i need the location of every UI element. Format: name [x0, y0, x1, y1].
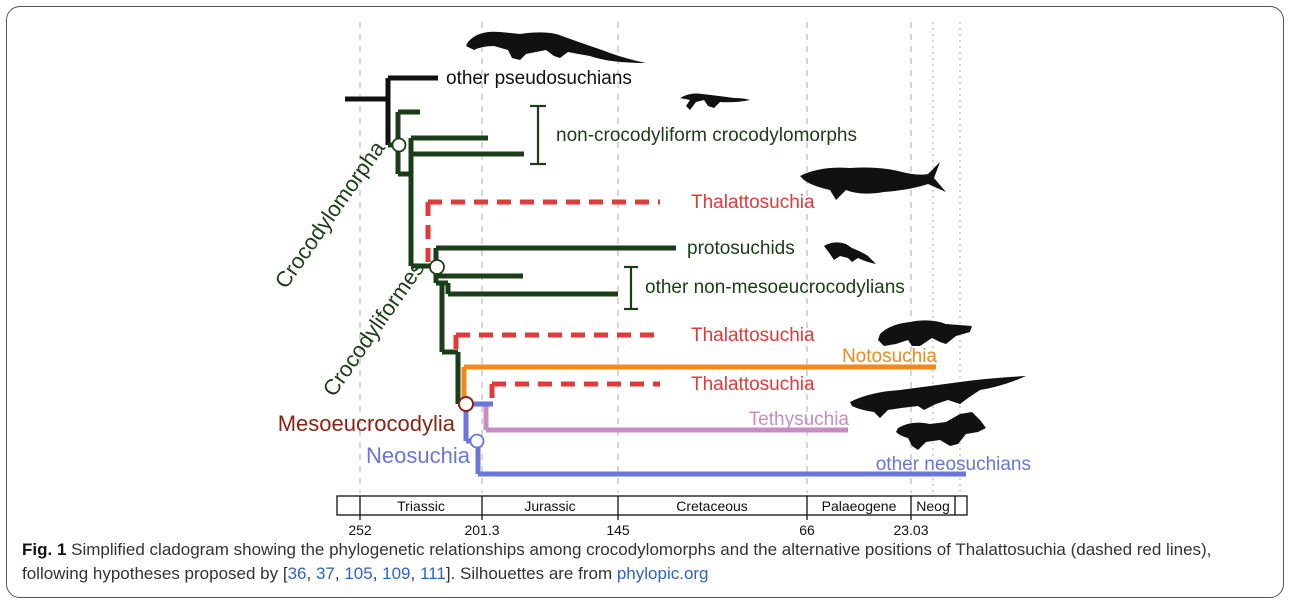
node-neosuchia	[469, 433, 485, 449]
ref-link[interactable]: 105	[344, 564, 373, 583]
ref-link[interactable]: 37	[315, 564, 335, 583]
tick-201: 201.3	[464, 522, 499, 538]
pseudosuchian-silhouette	[466, 31, 646, 63]
label-notosuchia: Notosuchia	[842, 346, 937, 367]
label-tethysuchia: Tethysuchia	[749, 409, 850, 430]
tick-252: 252	[348, 522, 372, 538]
period-palaeogene: Palaeogene	[822, 498, 897, 514]
clade-mesoeucrocodylia: Mesoeucrocodylia	[278, 411, 456, 436]
caption-fig-label: Fig. 1	[22, 540, 67, 559]
branch-other-pseudosuchians	[345, 75, 438, 145]
figure-caption: Fig. 1 Simplified cladogram showing the …	[22, 540, 1212, 583]
label-protosuchids: protosuchids	[687, 238, 795, 259]
node-crocodylomorpha	[391, 137, 407, 153]
node-mesoeucrocodylia	[458, 396, 474, 412]
clade-neosuchia: Neosuchia	[366, 443, 471, 468]
label-other-neosuchians: other neosuchians	[876, 454, 1031, 475]
figure-frame	[6, 6, 1284, 598]
ref-link[interactable]: 109	[382, 564, 411, 583]
ref-link[interactable]: 111	[419, 564, 446, 583]
thalattosuchian-silhouette	[800, 162, 946, 200]
tick-23: 23.03	[893, 522, 928, 538]
period-triassic: Triassic	[397, 498, 445, 514]
bracket-non-crocodyliform	[530, 104, 546, 166]
label-thalattosuchia-1: Thalattosuchia	[691, 192, 815, 213]
cladogram: other pseudosuchians non-crocodyliform c…	[270, 22, 1031, 538]
bracket-other-non-meso	[624, 265, 638, 311]
tethysuchian-silhouette	[850, 376, 1026, 418]
notosuchian-silhouette	[878, 320, 972, 346]
caption-text-2: ]. Silhouettes are from	[445, 564, 617, 583]
timescale: Triassic Jurassic Cretaceous Palaeogene …	[336, 495, 968, 538]
period-neogene: Neog	[916, 498, 949, 514]
tick-66: 66	[799, 522, 815, 538]
period-cretaceous: Cretaceous	[676, 498, 748, 514]
ref-link[interactable]: 36	[287, 564, 307, 583]
crocodylomorph-silhouette	[680, 93, 750, 110]
thalattosuchia-alternatives	[425, 199, 660, 400]
caption-text-1: Simplified cladogram showing the phyloge…	[22, 540, 1212, 583]
clade-crocodylomorpha: Crocodylomorpha	[270, 136, 391, 293]
period-jurassic: Jurassic	[524, 498, 575, 514]
tick-145: 145	[606, 522, 630, 538]
branch-tethysuchia	[483, 404, 848, 433]
silhouettes	[466, 31, 1026, 450]
label-non-crocodyliform: non-crocodyliform crocodylomorphs	[556, 125, 857, 146]
phylopic-link[interactable]: phylopic.org	[616, 564, 709, 583]
clade-crocodyliformes: Crocodyliformes	[318, 256, 430, 401]
label-other-pseudosuchians: other pseudosuchians	[446, 68, 632, 89]
label-thalattosuchia-3: Thalattosuchia	[691, 374, 815, 395]
protosuchid-silhouette	[824, 242, 876, 264]
branch-crocodylomorpha	[388, 109, 676, 407]
label-thalattosuchia-2: Thalattosuchia	[691, 325, 815, 346]
label-other-non-meso: other non-mesoeucrocodylians	[645, 277, 905, 298]
node-crocodyliformes	[429, 259, 445, 275]
neosuchian-silhouette	[896, 412, 986, 450]
